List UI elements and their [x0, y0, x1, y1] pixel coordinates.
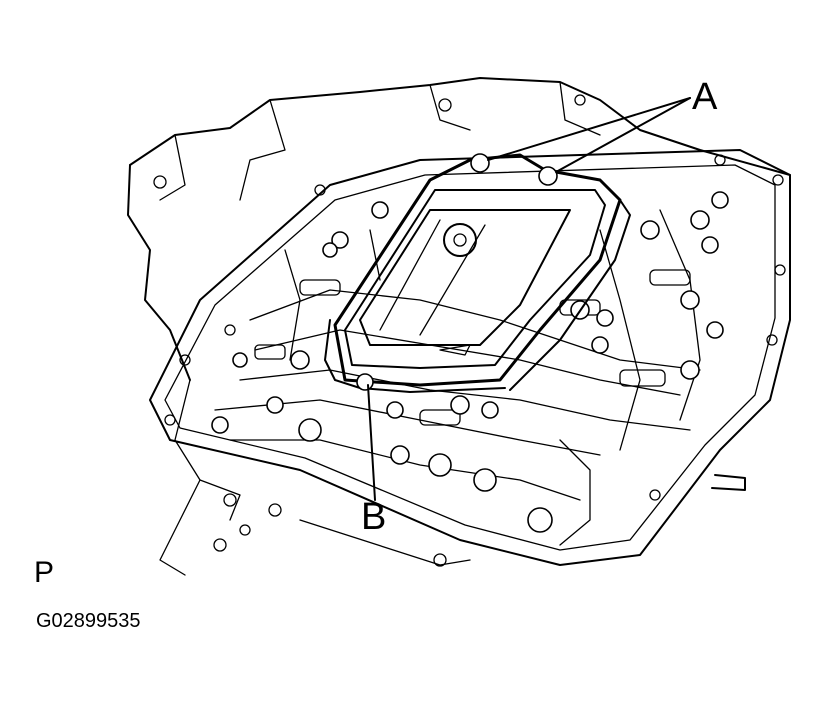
transmission-case: [127, 77, 791, 576]
callout-leaders: [367, 97, 691, 501]
output-shaft: [711, 474, 746, 491]
callout-label-b: B: [361, 496, 387, 538]
callout-label-a: A: [692, 76, 718, 118]
valve-body: [211, 191, 729, 546]
view-letter: P: [34, 556, 55, 589]
pan-flange: [149, 149, 791, 566]
oil-strainer: [324, 153, 631, 393]
figure-code: G02899535: [36, 610, 141, 632]
